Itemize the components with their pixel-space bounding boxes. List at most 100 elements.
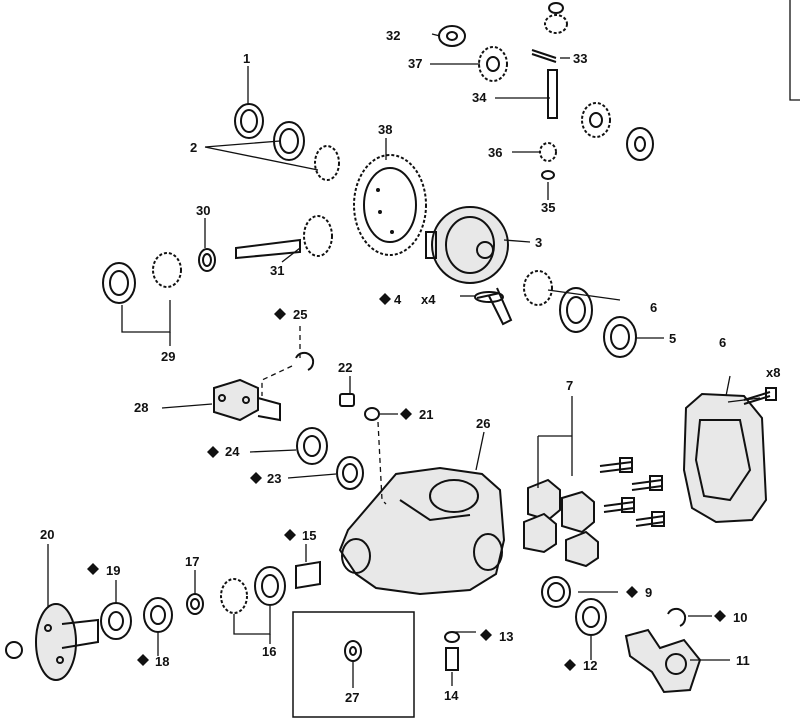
diamond-icon (400, 408, 412, 420)
drive-pinion-31 (235, 215, 333, 260)
spacer-15 (295, 560, 321, 590)
label-22: 22 (338, 360, 352, 375)
label-26: 26 (476, 416, 490, 431)
cover-bolt-x8 (743, 387, 777, 405)
diamond-icon (207, 446, 219, 458)
label-13: 13 (499, 629, 513, 644)
label-20: 20 (40, 527, 54, 542)
bearing-cap-bolts (599, 457, 665, 527)
side-gear-shaft-11 (624, 628, 702, 694)
oil-seal-24 (296, 427, 328, 465)
drain-plug-14 (445, 647, 459, 671)
label-6-top: 6 (650, 300, 657, 315)
bearing-12 (575, 598, 607, 636)
gasket-21 (364, 407, 380, 421)
diamond-icon (274, 308, 286, 320)
label-18: 18 (155, 654, 169, 669)
label-11: 11 (736, 653, 750, 668)
label-2: 2 (190, 140, 197, 155)
bearing-18 (143, 597, 173, 633)
diamond-icon (250, 472, 262, 484)
bearing-29 (102, 252, 182, 304)
diamond-icon (379, 293, 391, 305)
label-16: 16 (262, 644, 276, 659)
pin-33 (531, 49, 557, 63)
label-36: 36 (488, 145, 502, 160)
diamond-icon (626, 586, 638, 598)
label-29: 29 (161, 349, 175, 364)
label-3: 3 (535, 235, 542, 250)
snap-ring-10 (667, 607, 687, 627)
label-x8: x8 (766, 365, 780, 380)
label-17: 17 (185, 554, 199, 569)
label-9: 9 (645, 585, 652, 600)
oil-seal-23 (336, 456, 364, 490)
washer-17 (186, 593, 204, 615)
flange-28 (213, 378, 281, 422)
diamond-icons (87, 293, 726, 671)
label-23: 23 (267, 471, 281, 486)
washer-35 (541, 170, 555, 180)
label-27: 27 (345, 690, 359, 705)
leader-lines (47, 33, 761, 688)
pinion-shaft-34 (547, 69, 558, 119)
thrust-washer-right (626, 127, 654, 161)
diamond-icon (87, 563, 99, 575)
diamond-icon (480, 629, 492, 641)
side-gear-right (581, 102, 611, 138)
diamond-icon (284, 529, 296, 541)
bearing-race-1 (234, 103, 264, 139)
callout-labels: 1 2 38 32 33 37 34 36 35 30 31 3 4 x4 6 … (40, 28, 780, 705)
bearing-cap-7 (523, 478, 599, 568)
nut-22 (339, 393, 355, 407)
label-19: 19 (106, 563, 120, 578)
oil-seal-9 (541, 576, 571, 608)
label-30: 30 (196, 203, 210, 218)
axle-nut (5, 641, 23, 659)
differential-pinion-36 (539, 142, 557, 162)
label-37: 37 (408, 56, 422, 71)
label-38: 38 (378, 122, 392, 137)
spacer-30 (198, 248, 216, 272)
diamond-icon (137, 654, 149, 666)
ring-gear-bolt (474, 287, 513, 326)
label-7: 7 (566, 378, 573, 393)
differential-pinion-gear-37 (478, 46, 508, 82)
label-28: 28 (134, 400, 148, 415)
snap-ring-25 (295, 351, 315, 371)
label-25: 25 (293, 307, 307, 322)
ring-gear-38 (353, 154, 427, 256)
label-34: 34 (472, 90, 487, 105)
differential-pinion-gear-top (544, 2, 568, 34)
shim-5 (603, 316, 637, 358)
carrier-housing-26 (338, 466, 506, 596)
page-edge-bracket (789, 0, 800, 101)
label-6-right: 6 (719, 335, 726, 350)
label-1: 1 (243, 51, 250, 66)
label-21: 21 (419, 407, 433, 422)
diamond-icon (564, 659, 576, 671)
label-5: 5 (669, 331, 676, 346)
differential-side-washer-32 (438, 25, 466, 47)
label-12: 12 (583, 658, 597, 673)
diamond-icon (714, 610, 726, 622)
oil-seal-19 (100, 602, 132, 640)
label-31: 31 (270, 263, 284, 278)
label-24: 24 (225, 444, 240, 459)
inset-box-27 (292, 611, 415, 718)
differential-case-3 (425, 206, 509, 284)
side-bearing-6 (523, 270, 593, 333)
label-14: 14 (444, 688, 459, 703)
label-10: 10 (733, 610, 747, 625)
label-4: 4 (394, 292, 402, 307)
label-33: 33 (573, 51, 587, 66)
washer-27 (344, 640, 362, 662)
bearing-16 (220, 566, 286, 614)
label-35: 35 (541, 200, 555, 215)
label-x4: x4 (421, 292, 436, 307)
flange-20 (35, 603, 99, 681)
gasket-13 (444, 631, 460, 643)
rear-cover-6 (682, 392, 768, 524)
label-15: 15 (302, 528, 316, 543)
